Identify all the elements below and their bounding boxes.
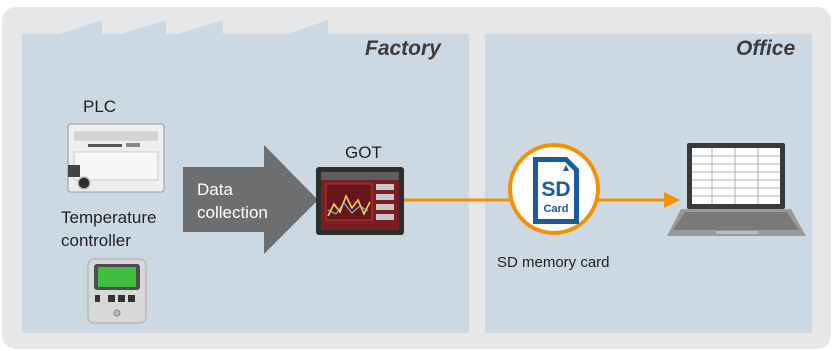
sd-logo-text: SD <box>541 178 571 201</box>
temperature-controller-label-line2: controller <box>61 231 131 250</box>
sd-to-laptop-arrowhead <box>664 192 680 208</box>
temperature-controller-label-line1: Temperature <box>61 208 157 227</box>
laptop-icon <box>667 143 806 236</box>
got-label: GOT <box>345 143 382 162</box>
plc-label: PLC <box>83 97 117 116</box>
temperature-controller-device <box>87 258 147 324</box>
plc-device <box>67 123 165 193</box>
data-collection-label-line1: Data <box>197 180 233 199</box>
sd-card-caption: SD memory card <box>497 254 610 271</box>
data-collection-label-line2: collection <box>197 203 268 222</box>
sd-card-icon <box>508 143 600 235</box>
office-label: Office <box>736 37 796 60</box>
sd-logo-card-text: Card <box>543 203 569 215</box>
got-device <box>316 167 404 235</box>
data-collection-arrow <box>183 145 318 254</box>
factory-label: Factory <box>365 37 441 60</box>
